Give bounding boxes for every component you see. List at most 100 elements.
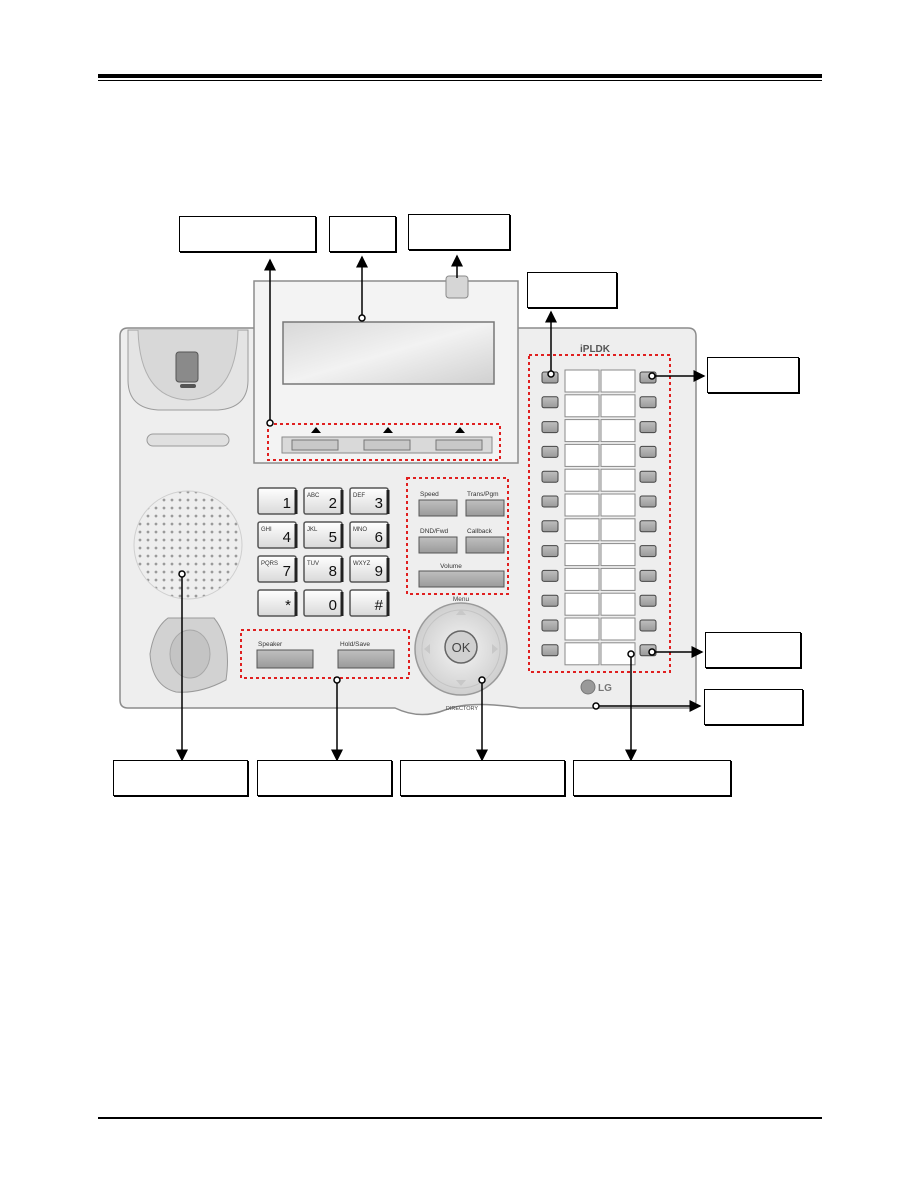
flex-label-cell xyxy=(600,419,636,443)
flex-label-cell xyxy=(600,394,636,418)
directory-label: DIRECTORY xyxy=(446,706,479,712)
flex-label-cell xyxy=(600,617,636,641)
top-rule-thin xyxy=(98,80,822,81)
callback-label: Callback xyxy=(467,528,493,535)
dial-key-digit: 1 xyxy=(283,495,291,512)
flex-button-left-4[interactable] xyxy=(541,445,559,458)
trans-pgm-key xyxy=(465,499,505,517)
callout-flex-bottom xyxy=(705,632,801,668)
flex-button-right-8[interactable] xyxy=(639,545,657,558)
flex-button-right-5[interactable] xyxy=(639,470,657,483)
dial-key-letters: MNO xyxy=(353,527,367,533)
hold-save-label: Hold/Save xyxy=(340,641,370,648)
callout-flex-column xyxy=(527,272,617,308)
soft-button-group xyxy=(267,423,501,461)
dial-key-10[interactable]: * xyxy=(257,589,298,617)
flex-button-left-8[interactable] xyxy=(541,545,559,558)
dial-key-letters: DEF xyxy=(353,493,365,499)
dial-key-digit: 7 xyxy=(283,563,291,580)
dial-key-11[interactable]: 0 xyxy=(303,589,344,617)
dial-key-digit: # xyxy=(375,597,384,614)
callout-speaker-grille xyxy=(113,760,248,796)
flex-button-right-10[interactable] xyxy=(639,594,657,607)
flex-label-cell xyxy=(564,419,600,443)
dial-key-digit: 6 xyxy=(375,529,383,546)
flex-button-left-9[interactable] xyxy=(541,569,559,582)
flex-label-cell xyxy=(600,493,636,517)
flex-button-right-3[interactable] xyxy=(639,421,657,434)
dial-key-1[interactable]: 1 xyxy=(257,487,298,515)
maker-logo: LG xyxy=(598,683,612,694)
dial-key-letters: JKL xyxy=(307,527,318,533)
callout-flex-led xyxy=(707,357,799,393)
dial-key-6[interactable]: MNO 6 xyxy=(349,521,390,549)
soft-button-2 xyxy=(363,439,411,451)
top-rule xyxy=(98,74,822,78)
flex-label-cell xyxy=(600,567,636,591)
flex-button-left-6[interactable] xyxy=(541,495,559,508)
function-key-group xyxy=(406,477,509,595)
flex-label-cell xyxy=(564,567,600,591)
dial-key-digit: 0 xyxy=(329,597,337,614)
handset-slot xyxy=(146,433,230,447)
hold-save-key xyxy=(337,649,395,669)
dial-key-digit: 2 xyxy=(329,495,337,512)
flex-button-left-10[interactable] xyxy=(541,594,559,607)
flex-label-cell xyxy=(564,369,600,393)
flex-label-cell xyxy=(564,468,600,492)
dial-key-7[interactable]: PQRS 7 xyxy=(257,555,298,583)
flex-button-right-6[interactable] xyxy=(639,495,657,508)
flex-button-left-7[interactable] xyxy=(541,520,559,533)
dnd-fwd-label: DND/Fwd xyxy=(420,528,449,535)
flex-button-left-11[interactable] xyxy=(541,619,559,632)
flex-button-group xyxy=(528,354,671,673)
flex-button-left-5[interactable] xyxy=(541,470,559,483)
speaker-hold-group xyxy=(240,629,410,679)
flex-label-cell xyxy=(600,443,636,467)
dial-key-letters: WXYZ xyxy=(353,561,371,567)
flex-button-left-3[interactable] xyxy=(541,421,559,434)
flex-button-right-4[interactable] xyxy=(639,445,657,458)
ok-button xyxy=(444,630,478,664)
series-logo: iPLDK xyxy=(580,344,611,355)
dial-key-digit: 4 xyxy=(283,529,291,546)
flex-button-right-2[interactable] xyxy=(639,396,657,409)
dial-key-digit: * xyxy=(285,597,291,614)
soft-button-3 xyxy=(435,439,483,451)
callout-message-lamp xyxy=(408,214,510,250)
speaker-grille xyxy=(133,490,243,600)
volume-label: Volume xyxy=(440,563,462,570)
dial-key-digit: 8 xyxy=(329,563,337,580)
flex-button-right-11[interactable] xyxy=(639,619,657,632)
flex-label-cell xyxy=(600,468,636,492)
flex-label-cell xyxy=(600,642,636,666)
menu-label: Menu xyxy=(453,596,470,603)
dial-key-12[interactable]: # xyxy=(349,589,390,617)
dial-key-3[interactable]: DEF 3 xyxy=(349,487,390,515)
flex-label-cell xyxy=(564,518,600,542)
dial-key-digit: 3 xyxy=(375,495,383,512)
callout-soft-buttons xyxy=(179,216,316,252)
callback-key xyxy=(465,536,505,554)
speed-label: Speed xyxy=(420,491,439,498)
dial-key-letters: PQRS xyxy=(261,561,278,567)
flex-buttons xyxy=(541,369,657,666)
callout-navigation xyxy=(400,760,565,796)
flex-button-left-12[interactable] xyxy=(541,644,559,657)
flex-label-cell xyxy=(564,443,600,467)
flex-button-left-2[interactable] xyxy=(541,396,559,409)
flex-button-right-9[interactable] xyxy=(639,569,657,582)
flex-label-cell xyxy=(564,394,600,418)
flex-button-right-7[interactable] xyxy=(639,520,657,533)
ok-label: OK xyxy=(452,640,471,655)
flex-label-cell xyxy=(600,543,636,567)
flex-label-cell xyxy=(564,493,600,517)
flex-label-cell xyxy=(600,592,636,616)
